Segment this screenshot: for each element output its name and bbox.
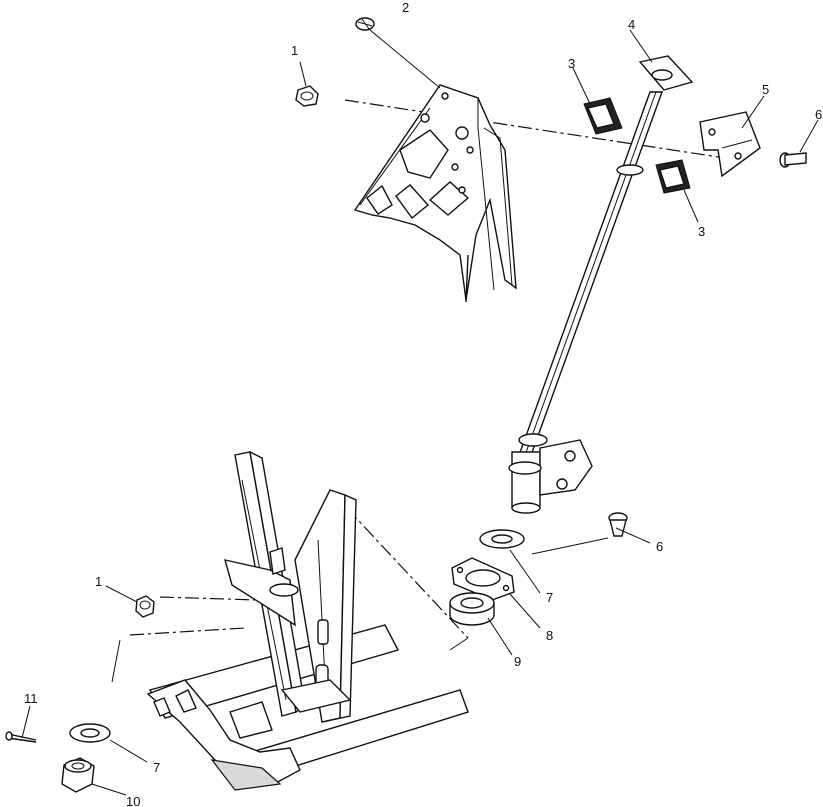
callout-4: 4 (628, 17, 635, 32)
screw (355, 17, 375, 31)
callout-3-upper: 3 (568, 56, 575, 71)
callout-7-lower: 7 (153, 760, 160, 775)
bushing-lower (655, 159, 691, 194)
callout-3-lower: 3 (698, 224, 705, 239)
nut-upper (295, 85, 319, 107)
cotter-pin (5, 731, 37, 743)
callout-11: 11 (24, 691, 38, 706)
nut-lower (135, 595, 155, 618)
bearing (449, 592, 495, 626)
callout-1-lower: 1 (95, 574, 102, 589)
callout-labels: 1 2 3 4 5 6 3 6 7 8 1 9 11 7 10 (24, 0, 822, 807)
callout-2: 2 (402, 0, 409, 15)
callout-7-upper: 7 (546, 590, 553, 605)
bolt-upper (779, 152, 807, 168)
clamp-bracket (699, 111, 761, 178)
callout-8: 8 (546, 628, 553, 643)
callout-1-upper: 1 (291, 43, 298, 58)
bolt-lower (608, 512, 628, 537)
callout-5: 5 (762, 82, 769, 97)
lower-frame (111, 450, 469, 791)
callout-6-upper: 6 (815, 107, 822, 122)
washer-upper (479, 529, 525, 549)
leader-lines (21, 29, 819, 796)
callout-10: 10 (126, 794, 140, 807)
bushing-upper (583, 97, 623, 135)
flange-plate (451, 557, 515, 601)
callout-9: 9 (514, 654, 521, 669)
washer-lower (69, 723, 111, 743)
steering-post (508, 55, 694, 514)
castle-nut (61, 757, 95, 793)
callout-6-lower: 6 (656, 539, 663, 554)
steering-support-bracket (353, 84, 517, 303)
